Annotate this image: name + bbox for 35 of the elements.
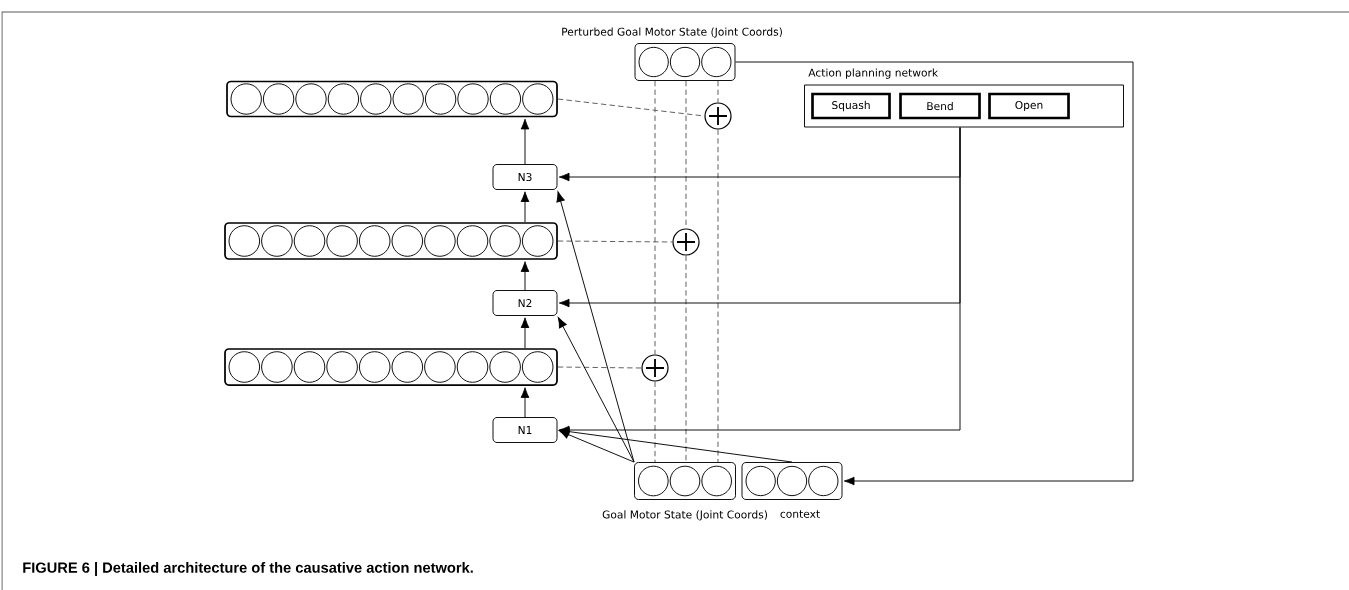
plus-circle bbox=[704, 102, 732, 130]
dashed-line bbox=[717, 80, 719, 103]
dashed-line bbox=[717, 129, 719, 463]
arrow bbox=[558, 427, 793, 463]
arrow bbox=[520, 191, 530, 223]
arrow bbox=[735, 61, 1134, 486]
action-box: Squash bbox=[811, 92, 891, 120]
group-label: Perturbed Goal Motor State (Joint Coords) bbox=[562, 27, 782, 38]
process-box: N1 bbox=[492, 417, 558, 443]
arrow bbox=[558, 127, 961, 435]
dashed-line bbox=[557, 98, 705, 117]
group-label: context bbox=[780, 510, 820, 518]
process-box: N3 bbox=[492, 164, 558, 190]
plus-circle bbox=[672, 228, 700, 256]
arrow bbox=[520, 118, 530, 165]
dashed-line bbox=[654, 80, 656, 355]
neuron-layer bbox=[226, 80, 558, 118]
dashed-line bbox=[557, 366, 642, 369]
arrow bbox=[557, 317, 635, 463]
neuron-layer bbox=[224, 222, 558, 260]
action-box: Bend bbox=[899, 92, 981, 120]
panel-title: Action planning network bbox=[808, 68, 939, 79]
action-box: Open bbox=[988, 92, 1070, 120]
arrow bbox=[520, 261, 530, 291]
group-label: Goal Motor State (Joint Coords) bbox=[602, 510, 767, 521]
arrow bbox=[520, 387, 530, 418]
figure-caption: FIGURE 6 | Detailed architecture of the causative action network. bbox=[23, 562, 473, 576]
dashed-line bbox=[654, 381, 656, 463]
arrow bbox=[556, 191, 635, 463]
arrow bbox=[520, 317, 530, 349]
neuron-layer bbox=[224, 348, 558, 386]
dashed-line bbox=[685, 255, 687, 463]
process-box: N2 bbox=[492, 290, 558, 316]
plus-circle bbox=[641, 354, 669, 382]
dashed-line bbox=[557, 240, 673, 243]
